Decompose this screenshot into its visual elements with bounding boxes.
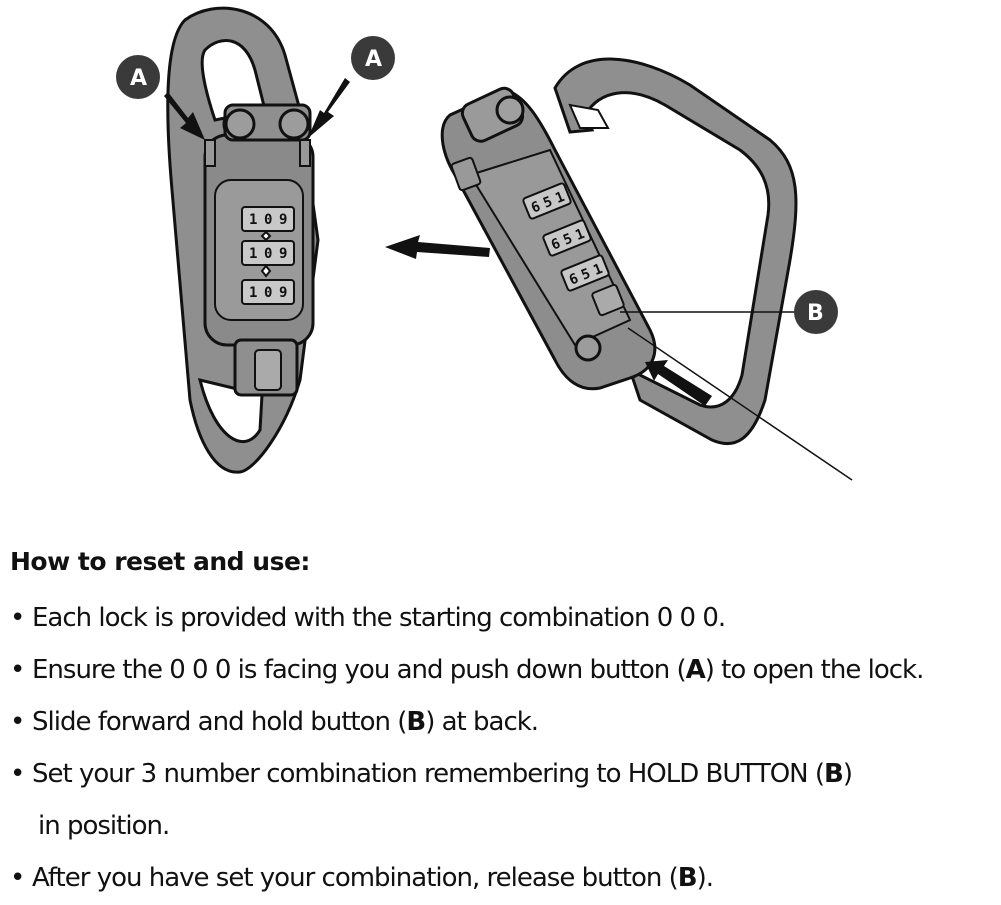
instruction-item: Each lock is provided with the starting … (10, 592, 995, 644)
left-dial-digits: 1 0 9 1 0 9 1 0 9 (249, 212, 287, 301)
button-key-label: B (824, 759, 844, 789)
instruction-text: Ensure the 0 0 0 is facing you and push … (32, 655, 687, 685)
instruction-text: After you have set your combination, rel… (32, 863, 679, 893)
dial-digit: 9 (279, 246, 287, 262)
dial-digit: 0 (264, 246, 272, 262)
button-key-label: A (685, 655, 706, 685)
callout-badge-b: B (794, 290, 838, 334)
callout-badge-a-left: A (116, 55, 160, 99)
right-carabiner-body (553, 57, 798, 446)
left-carabiner (166, 6, 320, 474)
arrow-to-button-a-left (164, 92, 205, 140)
svg-text:A: A (130, 66, 147, 91)
button-key-label: B (677, 863, 698, 893)
instruction-text: Slide forward and hold button ( (32, 707, 407, 737)
callout-badge-a-right: A (351, 36, 395, 80)
instructions-heading: How to reset and use: (10, 547, 310, 576)
dial-digit: 1 (249, 212, 257, 228)
dial-digit: 1 (249, 285, 257, 301)
svg-text:B: B (807, 301, 824, 326)
dial-digit: 1 (249, 246, 257, 262)
instruction-text: Each lock is provided with the starting … (32, 603, 726, 633)
instruction-text: Set your 3 number combination rememberin… (32, 759, 825, 789)
dial-digit: 0 (264, 285, 272, 301)
instruction-continuation: in position. (38, 811, 170, 841)
button-key-label: B (406, 707, 426, 737)
direction-arrow (385, 235, 490, 259)
dial-digit: 0 (264, 212, 272, 228)
instruction-item: After you have set your combination, rel… (10, 852, 995, 904)
instruction-text: ) at back. (425, 707, 539, 737)
arrow-to-button-a-right (308, 78, 350, 138)
left-dials (241, 206, 295, 305)
instruction-text: ). (696, 863, 714, 893)
instruction-text: ) to open the lock. (704, 655, 925, 685)
svg-text:A: A (365, 47, 382, 72)
dial-digit: 9 (279, 285, 287, 301)
right-dials (522, 182, 610, 292)
instructions-section: How to reset and use: Each lock is provi… (10, 542, 995, 904)
right-carabiner (440, 57, 798, 446)
instructions-list: Each lock is provided with the starting … (10, 592, 995, 904)
arrow-to-button-b (645, 360, 712, 406)
callout-b-leader-lines (620, 311, 853, 481)
instruction-item: Slide forward and hold button (B) at bac… (10, 696, 995, 748)
carabiner-illustration: 1 0 9 1 0 9 1 0 9 A A (116, 6, 853, 481)
instruction-text: ) (842, 759, 853, 789)
instruction-item: Set your 3 number combination rememberin… (10, 748, 995, 852)
dial-digit: 9 (279, 212, 287, 228)
instruction-item: Ensure the 0 0 0 is facing you and push … (10, 644, 995, 696)
right-button-b (591, 283, 625, 317)
